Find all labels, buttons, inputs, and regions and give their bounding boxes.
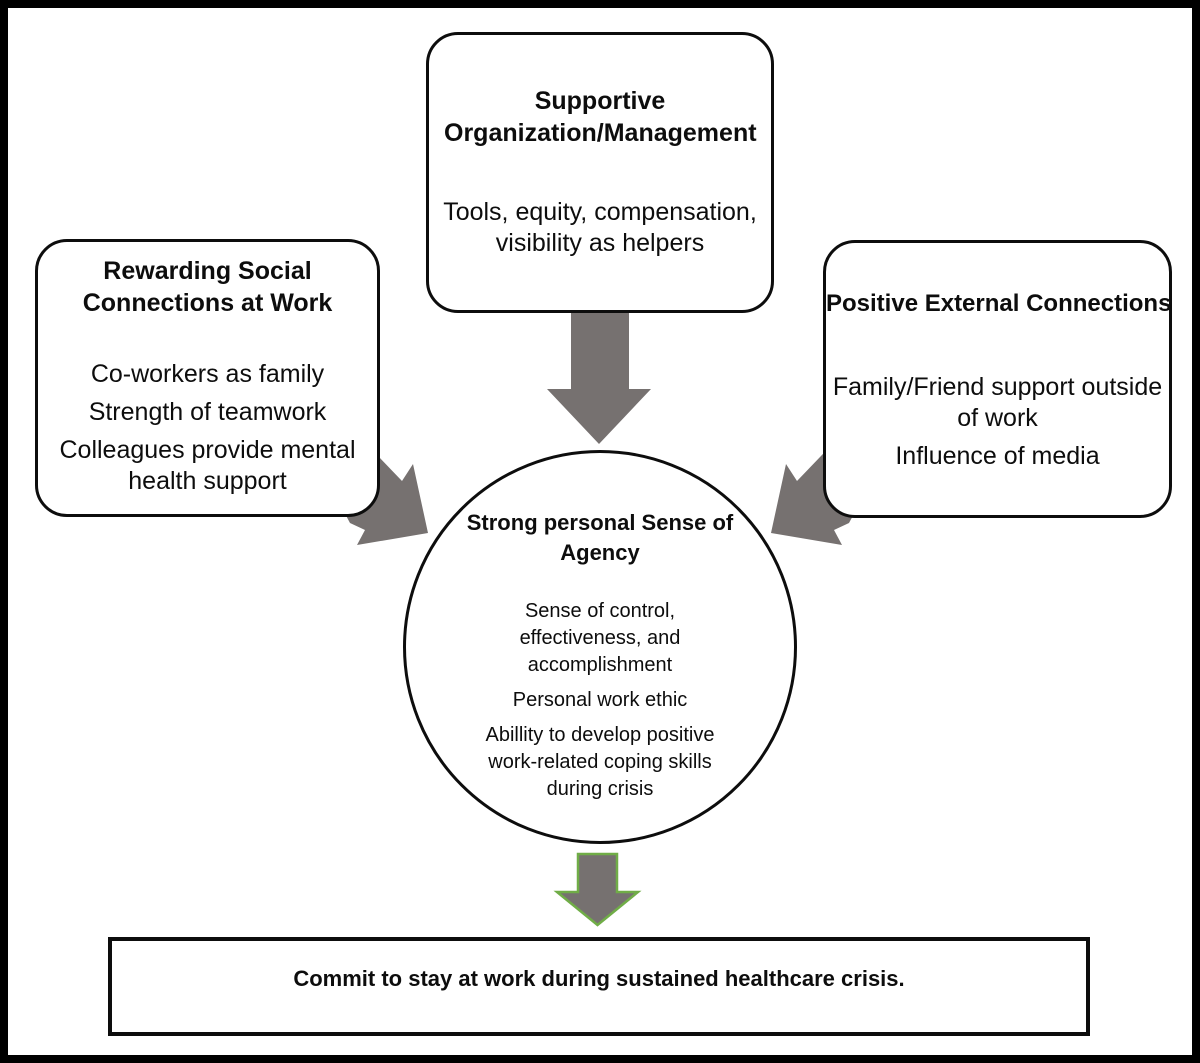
right-box-item: Family/Friend support outside of work — [832, 373, 1163, 432]
right-box-positive-external-connections: Positive External Connections Family/Fri… — [823, 240, 1172, 518]
left-box-rewarding-social-connections: Rewarding Social Connections at Work Co-… — [35, 239, 380, 517]
left-box-item: Co-workers as family — [90, 360, 325, 388]
center-circle-body: Sense of control, effectiveness, and acc… — [406, 598, 794, 803]
center-circle-title: Strong personal Sense of Agency — [466, 510, 734, 565]
center-circle-sense-of-agency: Strong personal Sense of Agency Sense of… — [403, 450, 797, 844]
center-circle-item: Sense of control, effectiveness, and acc… — [519, 600, 681, 676]
right-box-item: Influence of media — [895, 442, 1100, 470]
right-box-title: Positive External Connections — [826, 290, 1172, 317]
outcome-box-commit-to-stay: Commit to stay at work during sustained … — [108, 937, 1090, 1036]
arrow-top-to-circle-icon — [547, 305, 651, 444]
outcome-box-title: Commit to stay at work during sustained … — [293, 965, 905, 991]
center-circle-item: Personal work ethic — [512, 689, 688, 711]
arrow-circle-to-outcome-icon — [553, 852, 642, 927]
left-box-item: Colleagues provide mental health support — [59, 436, 356, 495]
right-box-body: Family/Friend support outside of work In… — [826, 372, 1169, 472]
top-box-title: Supportive Organization/Management — [444, 87, 757, 147]
left-box-body: Co-workers as family Strength of teamwor… — [38, 359, 377, 497]
left-box-item: Strength of teamwork — [88, 398, 327, 426]
top-box-supportive-organization: Supportive Organization/Management Tools… — [426, 32, 774, 313]
top-box-item: Tools, equity, compensation, visibility … — [443, 198, 757, 257]
left-box-title: Rewarding Social Connections at Work — [82, 257, 333, 317]
center-circle-item: Abillity to develop positive work-relate… — [485, 724, 715, 800]
top-box-body: Tools, equity, compensation, visibility … — [429, 197, 771, 259]
